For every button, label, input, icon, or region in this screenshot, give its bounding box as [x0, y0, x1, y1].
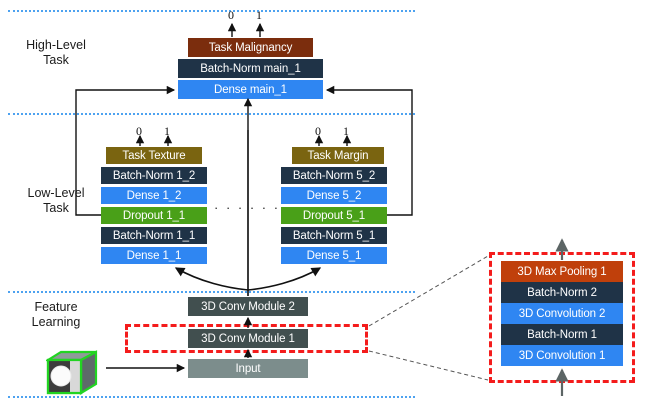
block-detail-batch-norm-1[interactable]: Batch-Norm 1 [501, 324, 623, 345]
section-title-low-level-line1: Low-Level [27, 186, 85, 200]
malignancy-output-label-0: 0 [228, 8, 234, 22]
texture-output-label-0: 0 [136, 124, 142, 138]
block-detail-batch-norm-2[interactable]: Batch-Norm 2 [501, 282, 623, 303]
margin-output-label-1: 1 [343, 124, 349, 138]
block-dense-5-2[interactable]: Dense 5_2 [281, 187, 387, 204]
block-task-texture[interactable]: Task Texture [106, 147, 202, 164]
section-title-feature-line1: Feature [34, 300, 78, 314]
margin-output-label-0: 0 [315, 124, 321, 138]
block-task-malignancy[interactable]: Task Malignancy [188, 38, 313, 57]
section-title-feature-learning: Feature Learning [8, 300, 104, 330]
branch-ellipsis: · · · · · · · [214, 200, 292, 215]
divider-bottom [8, 396, 415, 398]
block-dropout-1-1[interactable]: Dropout 1_1 [101, 207, 207, 224]
block-batch-norm-1-2[interactable]: Batch-Norm 1_2 [101, 167, 207, 184]
block-input[interactable]: Input [188, 359, 308, 378]
block-dense-1-2[interactable]: Dense 1_2 [101, 187, 207, 204]
input-volume-cube-svg [44, 350, 98, 395]
block-dropout-5-1[interactable]: Dropout 5_1 [281, 207, 387, 224]
block-dense-1-1[interactable]: Dense 1_1 [101, 247, 207, 264]
block-dense-5-1[interactable]: Dense 5_1 [281, 247, 387, 264]
block-task-margin[interactable]: Task Margin [292, 147, 384, 164]
section-title-high-level-line1: High-Level [26, 38, 86, 52]
block-batch-norm-5-1[interactable]: Batch-Norm 5_1 [281, 227, 387, 244]
block-batch-norm-1-1[interactable]: Batch-Norm 1_1 [101, 227, 207, 244]
section-title-low-level: Low-Level Task [8, 186, 104, 216]
texture-output-label-1: 1 [164, 124, 170, 138]
block-3d-max-pooling-1[interactable]: 3D Max Pooling 1 [501, 261, 623, 282]
divider-top [8, 10, 415, 12]
block-3d-convolution-2[interactable]: 3D Convolution 2 [501, 303, 623, 324]
block-3d-convolution-1[interactable]: 3D Convolution 1 [501, 345, 623, 366]
block-batch-norm-main-1[interactable]: Batch-Norm main_1 [178, 59, 323, 78]
block-3d-conv-module-1[interactable]: 3D Conv Module 1 [188, 329, 308, 348]
block-dense-main-1[interactable]: Dense main_1 [178, 80, 323, 99]
section-title-low-level-line2: Task [43, 201, 69, 215]
malignancy-output-label-1: 1 [256, 8, 262, 22]
input-volume-cube [44, 350, 106, 400]
block-batch-norm-5-2[interactable]: Batch-Norm 5_2 [281, 167, 387, 184]
divider-highlevel-lowlevel [8, 113, 415, 115]
section-title-high-level-line2: Task [43, 53, 69, 67]
block-3d-conv-module-2[interactable]: 3D Conv Module 2 [188, 297, 308, 316]
section-title-high-level: High-Level Task [8, 38, 104, 68]
section-title-feature-line2: Learning [31, 315, 81, 329]
divider-lowlevel-feature [8, 291, 415, 293]
